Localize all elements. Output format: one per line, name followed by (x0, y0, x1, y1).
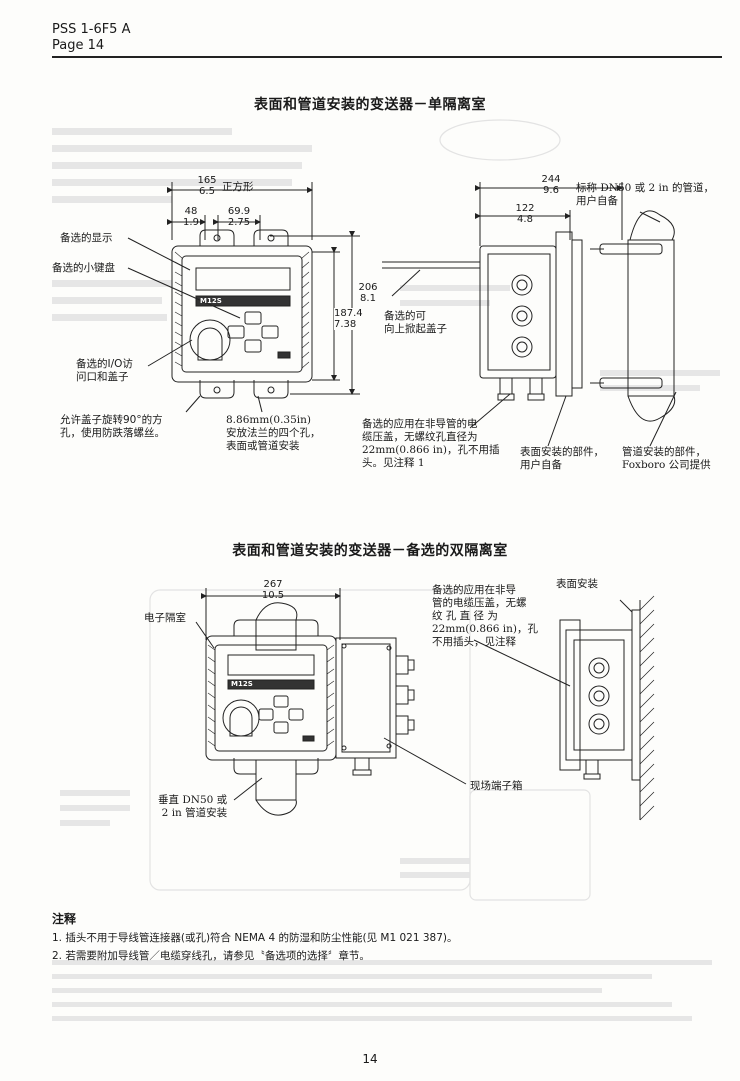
electronics-compartment-label: 电子隔室 (144, 612, 186, 624)
notes-title: 注释 (52, 912, 77, 926)
surface-mount-label: 表面安装 (556, 578, 598, 590)
dim-69-9: 69.9 (227, 206, 251, 217)
vertical-pipe-label: 垂直 DN50 或 2 in 管道安装 (158, 794, 228, 819)
cable-gland-label-2: 备选的应用在非导 管的电缆压盖，无螺 纹 孔 直 径 为 22mm(0.866 … (432, 584, 538, 648)
page-number: 14 (362, 1052, 378, 1066)
dim-6-5: 6.5 (199, 186, 215, 197)
dim-9-6: 9.6 (543, 185, 559, 196)
model-badge-2: M12S (231, 680, 253, 688)
dim-206: 206 (358, 282, 378, 293)
note-2: 2. 若需要附加导线管／电缆穿线孔，请参见〝备选项的选择〞章节。 (52, 950, 370, 962)
dim-2-75: 2.75 (227, 217, 251, 228)
header-rule (52, 56, 722, 58)
dim-1-9: 1.9 (183, 217, 199, 228)
dim-48: 48 (184, 206, 198, 217)
io-cover-label: 备选的I/O访 问口和盖子 (76, 358, 133, 383)
cable-gland-label: 备选的应用在非导管的电 缆压盖，无螺纹孔直径为 22mm(0.866 in)，孔… (362, 418, 500, 469)
mounting-holes-label: 8.86mm(0.35in) 安放法兰的四个孔， 表面或管道安装 (226, 414, 321, 452)
section2-title: 表面和管道安装的变送器－备选的双隔离室 (232, 543, 508, 559)
dim-122: 122 (515, 203, 535, 214)
model-badge-1: M12S (200, 297, 222, 305)
dim-4-8: 4.8 (517, 214, 533, 225)
dim-8-1: 8.1 (360, 293, 376, 304)
document-id: PSS 1-6F5 A (52, 22, 131, 37)
note-1: 1. 插头不用于导线管连接器(或孔)符合 NEMA 4 的防湿和防尘性能(见 M… (52, 932, 458, 944)
dim-7-38: 7.38 (334, 319, 357, 330)
pipe-label: 标称 DN50 或 2 in 的管道， 用户自备 (576, 182, 714, 207)
dim-10-5: 10.5 (261, 590, 285, 601)
keypad-label: 备选的小键盘 (52, 262, 115, 274)
page-label: Page 14 (52, 38, 105, 53)
dim-244: 244 (541, 174, 561, 185)
lift-cover-label: 备选的可 向上掀起盖子 (384, 310, 447, 335)
pipe-parts-label: 管道安装的部件， Foxboro 公司提供 (622, 446, 711, 471)
rotate-cover-label: 允许盖子旋转90°的方 孔，使用防跌落螺丝。 (60, 414, 165, 439)
display-label: 备选的显示 (60, 232, 113, 244)
section1-title: 表面和管道安装的变送器－单隔离室 (254, 97, 486, 113)
square-label: 正方形 (222, 181, 254, 193)
terminal-box-label: 现场端子箱 (470, 780, 523, 792)
dim-267: 267 (263, 579, 283, 590)
dim-187-4: 187.4 (334, 308, 363, 319)
surface-parts-label: 表面安装的部件， 用户自备 (520, 446, 604, 471)
dim-165: 165 (197, 175, 217, 186)
